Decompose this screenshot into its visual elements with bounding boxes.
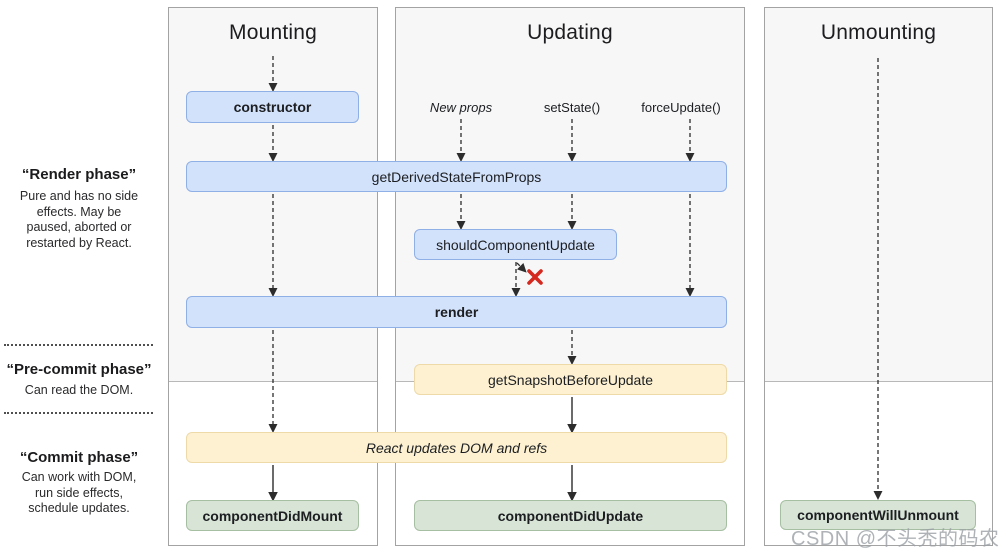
pre-commit-phase-description: Can read the DOM. bbox=[24, 383, 134, 397]
render-box: render bbox=[186, 296, 727, 328]
react-updates-dom-box: React updates DOM and refs bbox=[186, 432, 727, 463]
csdn-watermark: CSDN @不头秃的码农 bbox=[791, 528, 1000, 550]
phase-separator bbox=[4, 412, 153, 414]
should-component-update-box: shouldComponentUpdate bbox=[414, 229, 617, 260]
component-did-mount-box: componentDidMount bbox=[186, 500, 359, 531]
component-will-unmount-box: componentWillUnmount bbox=[780, 500, 976, 530]
column-unmounting: Unmounting bbox=[764, 7, 993, 546]
pre-commit-phase-title: “Pre-commit phase” bbox=[6, 361, 152, 378]
trigger-force-update: forceUpdate() bbox=[641, 100, 721, 115]
unmounting-title: Unmounting bbox=[820, 21, 937, 44]
mounting-title: Mounting bbox=[229, 21, 317, 44]
get-derived-state-from-props-box: getDerivedStateFromProps bbox=[186, 161, 727, 192]
render-phase-description: Pure and has no side effects. May be pau… bbox=[19, 189, 139, 250]
trigger-new-props: New props bbox=[429, 100, 493, 115]
commit-phase-title: “Commit phase” bbox=[19, 449, 139, 466]
phase-separator bbox=[4, 344, 153, 346]
component-did-update-box: componentDidUpdate bbox=[414, 500, 727, 531]
render-phase-title: “Render phase” bbox=[21, 166, 137, 183]
constructor-box: constructor bbox=[186, 91, 359, 123]
get-snapshot-before-update-box: getSnapshotBeforeUpdate bbox=[414, 364, 727, 395]
trigger-set-state: setState() bbox=[543, 100, 601, 115]
column-mounting: Mounting bbox=[168, 7, 378, 546]
commit-phase-description: Can work with DOM, run side effects, sch… bbox=[21, 470, 137, 515]
updating-title: Updating bbox=[527, 21, 613, 44]
column-updating: Updating bbox=[395, 7, 745, 546]
unmounting-render-phase-area bbox=[765, 8, 992, 382]
